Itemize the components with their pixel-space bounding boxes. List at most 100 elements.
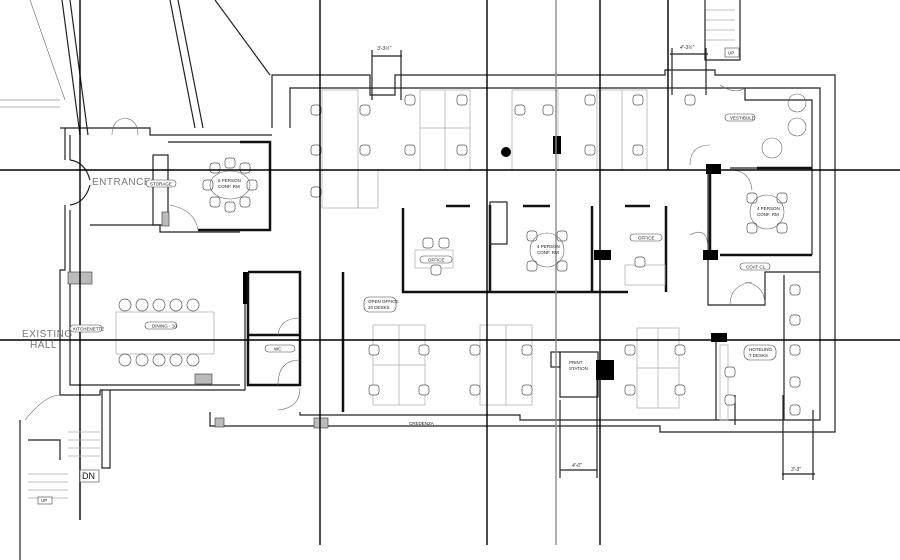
label-conf4-mid-1: 4 PERSON [537, 244, 560, 249]
chair [674, 344, 686, 356]
chair [209, 196, 221, 208]
doors [24, 84, 766, 421]
dining-chair [186, 353, 200, 367]
chair [632, 94, 644, 106]
chairs [118, 94, 801, 416]
label-credenza: CREDENZA [409, 421, 434, 426]
chair [456, 94, 468, 106]
chair [634, 256, 646, 268]
label-coat-closet: COAT CL. [746, 265, 766, 270]
chair [724, 366, 736, 378]
chair [359, 144, 371, 156]
chair [746, 222, 758, 234]
chair [674, 384, 686, 396]
label-hoteling-1: HOTELING [749, 347, 773, 352]
chair [404, 94, 416, 106]
chair [584, 94, 596, 106]
chair [724, 394, 736, 406]
label-open-office-2: 20 DESKS [368, 305, 390, 310]
chair [418, 344, 430, 356]
chair [224, 157, 236, 169]
desk-clusters [115, 89, 729, 421]
dining-chair [152, 353, 166, 367]
stairs [19, 0, 741, 560]
label-existing-hall-2: HALL [30, 340, 57, 351]
dim-top-right: 4'-3½" [680, 44, 694, 51]
chair [224, 201, 236, 213]
chair [542, 104, 554, 116]
chair [246, 179, 258, 191]
chair [368, 384, 380, 396]
label-open-office-1: OPEN OFFICE [368, 299, 399, 304]
chair [684, 94, 696, 106]
chair [556, 230, 568, 242]
dining-chair [169, 298, 183, 312]
room-labels: ENTRANCE STORAGE 6 PERSON CONF. RM OFFIC… [22, 44, 801, 505]
chair [430, 264, 442, 276]
label-conf4-right-2: CONF. RM [757, 212, 779, 217]
chair [418, 384, 430, 396]
dim-bottom-left: 4'-0" [572, 463, 582, 469]
chair [469, 344, 481, 356]
label-print-1: PRINT [569, 360, 583, 365]
dining-chair [118, 353, 132, 367]
chair [202, 179, 214, 191]
dining-chair [135, 353, 149, 367]
label-vestibule: VESTIBULE [730, 116, 755, 121]
dining-chair [118, 298, 132, 312]
chair [632, 144, 644, 156]
chair [239, 196, 251, 208]
chair [789, 284, 801, 296]
label-dining: DINING - 10 [152, 324, 177, 329]
dining-chair [186, 298, 200, 312]
label-existing-hall-1: EXISTING [22, 329, 73, 340]
label-conf6-1: 6 PERSON [218, 178, 241, 183]
chair [526, 230, 538, 242]
tables [209, 93, 807, 268]
chair [514, 104, 526, 116]
label-conf6-2: CONF. RM [218, 184, 240, 189]
chair [310, 144, 322, 156]
dim-top-left: 3'-3½" [377, 45, 391, 52]
label-wc: WC [274, 347, 282, 352]
chair [789, 376, 801, 388]
chair [469, 384, 481, 396]
chair [789, 344, 801, 356]
label-stair-up-top: UP [728, 51, 734, 56]
chair [776, 192, 788, 204]
chair [624, 344, 636, 356]
chair [456, 144, 468, 156]
chair [789, 404, 801, 416]
chair [526, 260, 538, 272]
label-kitchenette: KITCHENETTE [73, 327, 104, 332]
dining-chair [152, 298, 166, 312]
label-stair-up-left: UP [41, 498, 47, 503]
label-print-2: STATION [569, 366, 588, 371]
label-stair-down: DN [82, 471, 95, 481]
label-office-right: OFFICE [638, 236, 655, 241]
label-storage: STORAGE [150, 182, 172, 187]
dimension-lines [371, 48, 815, 480]
dining-chair [135, 298, 149, 312]
grid-lines [0, 0, 900, 545]
chair [776, 222, 788, 234]
existing-angled-walls [0, 0, 271, 136]
chair [404, 144, 416, 156]
label-conf4-right-1: 4 PERSON [757, 206, 780, 211]
chair [521, 344, 533, 356]
chair [624, 384, 636, 396]
chair [359, 104, 371, 116]
dim-bottom-right: 3'-3" [791, 467, 801, 473]
chair [438, 237, 450, 249]
chair [556, 260, 568, 272]
label-conf4-mid-2: CONF. RM [537, 250, 559, 255]
chair [422, 237, 434, 249]
chair [310, 186, 322, 198]
chair [521, 384, 533, 396]
label-hoteling-2: 7 DESKS [749, 353, 768, 358]
label-office-left: OFFICE [428, 258, 445, 263]
building-walls [59, 69, 836, 433]
chair [368, 344, 380, 356]
chair [584, 144, 596, 156]
